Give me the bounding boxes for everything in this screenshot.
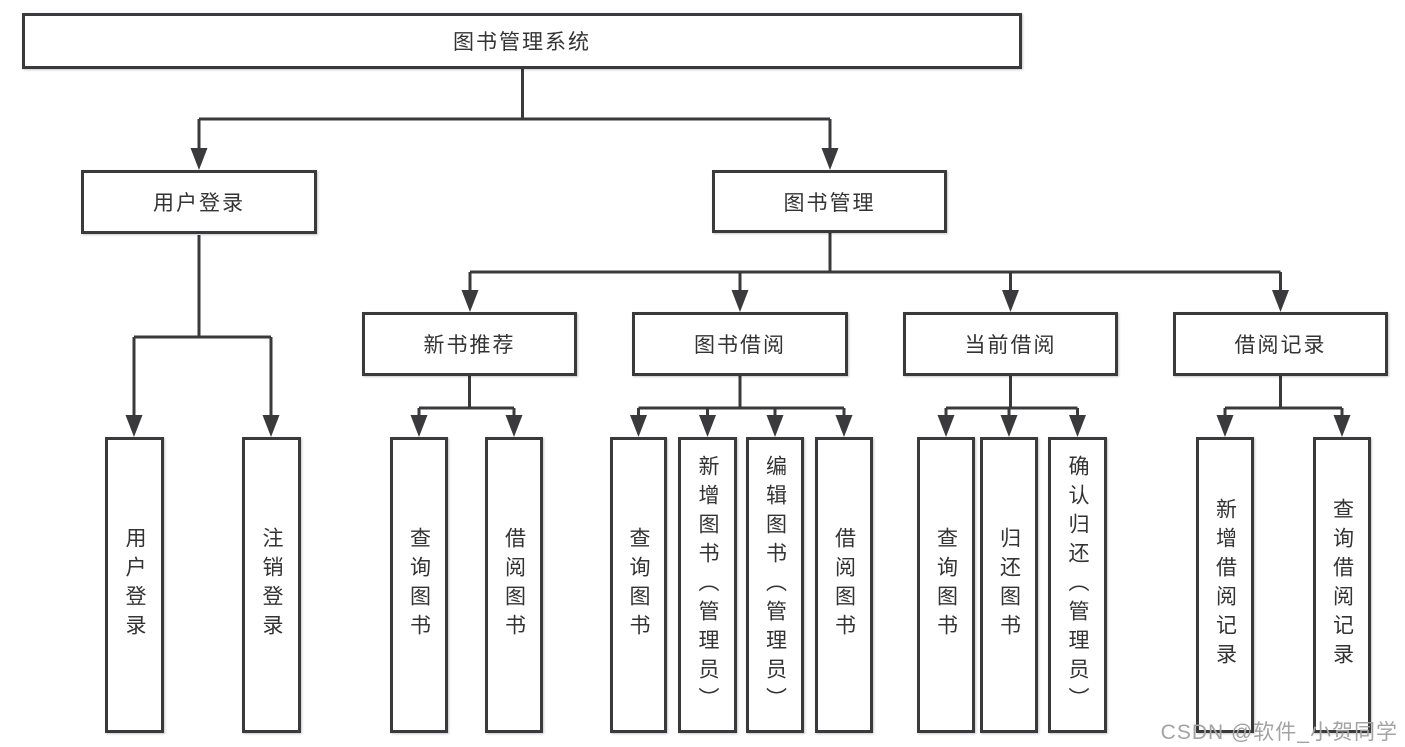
leaf-borrow-books: 借阅图书 xyxy=(815,437,873,733)
node-borrow-records: 借阅记录 xyxy=(1173,312,1388,376)
leaf-add-book-admin: 新增图书（管理员） xyxy=(678,437,737,733)
node-new-book-recommend: 新书推荐 xyxy=(362,312,577,376)
leaf-query-books-borrow: 查询图书 xyxy=(610,437,667,733)
leaf-confirm-return-admin: 确认归还（管理员） xyxy=(1048,437,1107,733)
leaf-query-books-recommend: 查询图书 xyxy=(390,437,448,733)
leaf-borrow-books-recommend: 借阅图书 xyxy=(485,437,543,733)
leaf-logout: 注销登录 xyxy=(242,437,301,733)
node-user-login: 用户登录 xyxy=(81,170,317,234)
node-book-borrow: 图书借阅 xyxy=(632,312,848,376)
leaf-query-books-current: 查询图书 xyxy=(917,437,975,733)
node-root: 图书管理系统 xyxy=(22,13,1022,69)
csdn-watermark: CSDN @软件_小贺同学 xyxy=(1160,721,1398,744)
leaf-query-borrow-record: 查询借阅记录 xyxy=(1313,437,1371,733)
leaf-user-login: 用户登录 xyxy=(105,437,164,733)
node-current-borrow: 当前借阅 xyxy=(903,312,1118,376)
leaf-return-book: 归还图书 xyxy=(980,437,1038,733)
leaf-edit-book-admin: 编辑图书（管理员） xyxy=(746,437,804,733)
connector-arrowheads xyxy=(125,148,1351,437)
leaf-add-borrow-record: 新增借阅记录 xyxy=(1196,437,1254,733)
node-book-management: 图书管理 xyxy=(712,170,947,233)
connector-strokes xyxy=(132,69,1344,417)
